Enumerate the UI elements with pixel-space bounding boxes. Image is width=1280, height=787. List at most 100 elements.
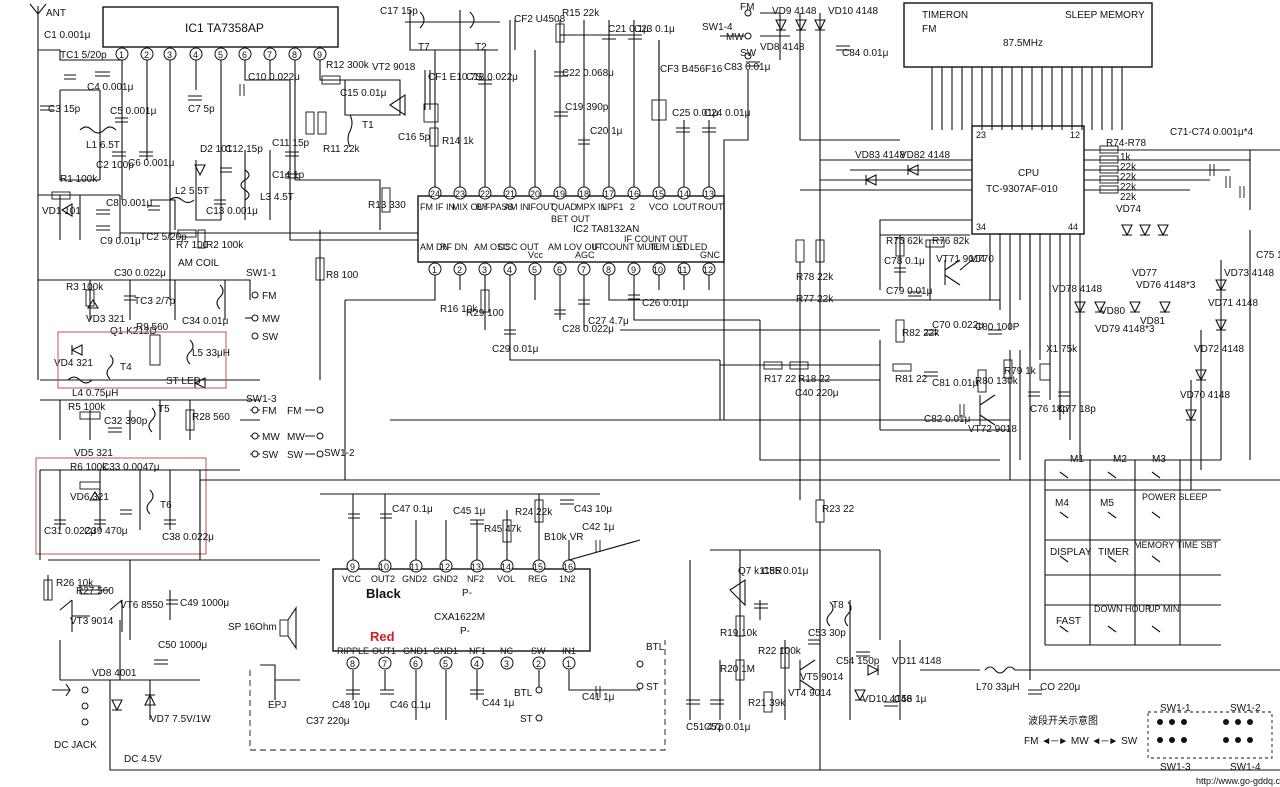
t4-label: T4 — [120, 362, 132, 373]
ic1-pin-9: 9 — [317, 50, 322, 60]
black-annotation: Black — [366, 586, 401, 601]
site-watermark: http://www.go-gddq.com — [1196, 776, 1280, 786]
vd80-label: VD80 — [1100, 306, 1125, 317]
vd10-label: VD10 4148 — [828, 6, 878, 17]
vd10b-label: VD10 4148 — [862, 694, 912, 705]
ic2-lbl-agc: AGC — [575, 250, 595, 260]
mw-label-3: MW — [262, 432, 280, 443]
ic3-pin-15: 15 — [533, 562, 543, 572]
c3-label: C3 15p — [48, 104, 81, 115]
vd4-label: VD4 321 — [54, 358, 93, 369]
ic2-bottom-labels: AM DN RF DN AM OSC OSC OUT Vcc AM LOV OU… — [420, 234, 721, 260]
c25-label: C25 0.01μ — [672, 108, 719, 119]
ic2-lbl-stled: ST LED — [676, 242, 708, 252]
ic2-lbl-oscout: OSC OUT — [498, 242, 540, 252]
r28-label: R28 560 — [192, 412, 230, 423]
key-m2[interactable]: M2 — [1113, 454, 1127, 465]
diagram-sw1-1: SW1-1 — [1160, 703, 1191, 714]
key-m1[interactable]: M1 — [1070, 454, 1084, 465]
am-section — [38, 230, 325, 389]
c1-label: C1 0.001μ — [44, 30, 91, 41]
vt3-label: VT3 9014 — [70, 616, 114, 627]
r19-label: R19 10k — [720, 628, 758, 639]
ic3-lbl-nf2: NF2 — [467, 574, 484, 584]
t8-label: T8 — [832, 600, 844, 611]
l3-label: L3 4.5T — [260, 192, 294, 203]
ic2-pin-8: 8 — [606, 265, 611, 275]
ic2-lbl-vcc: Vcc — [528, 250, 544, 260]
key-m5[interactable]: M5 — [1100, 498, 1114, 509]
cf2-label: CF2 U4508 — [514, 14, 566, 25]
sw-section — [39, 399, 260, 560]
vt6-label: VT6 8550 — [120, 600, 164, 611]
ic3-lbl-in1: IN1 — [562, 646, 576, 656]
c37-label: C37 220μ — [306, 716, 350, 727]
sw1-2-label: SW1-2 — [324, 448, 355, 459]
key-down-hour[interactable]: DOWN HOUR — [1094, 604, 1152, 614]
ic2-pin-14: 14 — [679, 189, 689, 199]
key-memory-time-sbt[interactable]: MEMORY TIME SBT — [1134, 540, 1219, 550]
c17-label: C17 15p — [380, 6, 418, 17]
display-frequency: 87.5MHz — [1003, 38, 1043, 49]
diagram-sw1-3: SW1-3 — [1160, 762, 1191, 773]
key-fast[interactable]: FAST — [1056, 616, 1081, 627]
c77-label: C77 18p — [1058, 404, 1096, 415]
c20-label: C20 1μ — [590, 126, 623, 137]
vd81-label: VD81 — [1140, 316, 1165, 327]
cpu-body — [971, 125, 1085, 235]
key-power-sleep[interactable]: POWER SLEEP — [1142, 492, 1208, 502]
ic3-lbl-out1: OUT1 — [372, 646, 396, 656]
ic3-pin-10: 10 — [379, 562, 389, 572]
r74-78-label: R74-R78 — [1106, 138, 1146, 149]
r76-label: R76 82k — [932, 236, 970, 247]
cf1-label: CF1 E10.7S — [428, 72, 483, 83]
highlight-box-1 — [57, 331, 227, 389]
key-m4[interactable]: M4 — [1055, 498, 1069, 509]
c51-label: C51 47μ — [686, 722, 724, 733]
band-switch-1 — [245, 291, 324, 458]
ic2-lbl-2: 2 — [630, 202, 635, 212]
c7-label: C7 5p — [188, 104, 215, 115]
ic2-lbl-lout: LOUT — [673, 202, 698, 212]
r11-label: R11 22k — [323, 144, 361, 155]
dc-label: DC 4.5V — [124, 754, 162, 765]
key-timer[interactable]: TIMER — [1098, 547, 1129, 558]
c18-label: C18 0.022μ — [466, 72, 518, 83]
ic3-pin-9: 9 — [350, 562, 355, 572]
key-display[interactable]: DISPLAY — [1050, 547, 1092, 558]
vd72-label: VD72 4148 — [1194, 344, 1244, 355]
r21-label: R21 39k — [748, 698, 786, 709]
ic2-lbl-amdn: AM DN — [420, 242, 449, 252]
r77-label: R77 22k — [796, 294, 834, 305]
vt5-label: VT5 9014 — [800, 672, 844, 683]
t6-label: T6 — [160, 500, 172, 511]
ic3-marker-top: P- — [462, 588, 472, 599]
ic1-pin-8: 8 — [292, 50, 297, 60]
r81-label: R81 22 — [895, 374, 928, 385]
vd6-label: VD6 321 — [70, 492, 109, 503]
ic3-pin-5: 5 — [443, 659, 448, 669]
ic2-pin-4: 4 — [507, 265, 512, 275]
key-up-min[interactable]: UP MIN — [1148, 604, 1179, 614]
ic2-pin-6: 6 — [557, 265, 562, 275]
ic3-lbl-sw: SW — [531, 646, 546, 656]
band-switch-diagram: 波段开关示意图 FM ◄─► MW ◄─► SW SW1-1 SW1-2 SW1… — [1024, 703, 1280, 786]
c49-label: C49 1000μ — [180, 598, 229, 609]
c9-label: C9 0.01μ — [100, 236, 141, 247]
c42-label: C42 1μ — [582, 522, 615, 533]
ic2-bottom-pins: 1 2 3 4 5 6 7 8 9 10 11 12 — [428, 262, 716, 276]
ic3-body — [332, 568, 591, 652]
c39-label: C39 470μ — [84, 526, 128, 537]
key-m3[interactable]: M3 — [1152, 454, 1166, 465]
l2-label: L2 5.5T — [175, 186, 209, 197]
c41-label: C41 1μ — [582, 692, 615, 703]
c22-label: C22 0.068μ — [562, 68, 614, 79]
c70-label: C70 0.022μ — [932, 320, 984, 331]
l1-label: L1 6.5T — [86, 140, 120, 151]
ic1-pin-5: 5 — [218, 50, 223, 60]
vd78-label: VD78 4148 — [1052, 284, 1102, 295]
c0-label: CO 220μ — [1040, 682, 1080, 693]
c43-label: C43 10μ — [574, 504, 612, 515]
cpu-pin-12: 12 — [1070, 130, 1080, 140]
